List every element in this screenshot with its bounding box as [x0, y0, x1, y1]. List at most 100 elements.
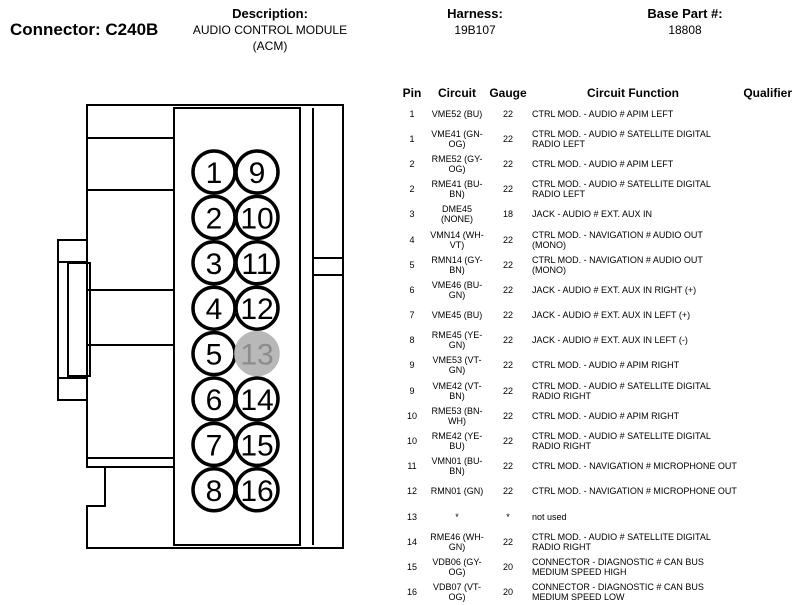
gauge-cell: 22	[502, 184, 513, 195]
harness-label: Harness:	[447, 6, 503, 21]
circuit-cell: RME45 (YE-GN)	[431, 330, 483, 351]
pin-label: 7	[206, 429, 223, 462]
latch-outer	[57, 190, 174, 459]
circuit-cell: RME41 (BU-BN)	[431, 179, 483, 200]
qualifier-cell	[738, 454, 794, 479]
gauge-cell: 22	[502, 158, 513, 169]
harness-value: 19B107	[454, 23, 496, 37]
function-cell: CTRL MOD. - AUDIO # APIM LEFT	[532, 158, 674, 169]
circuit-cell: VME41 (GN-OG)	[431, 128, 483, 149]
qualifier-cell	[738, 151, 794, 176]
pin-cell: 2	[409, 158, 415, 169]
qualifier-cell	[738, 529, 794, 554]
connector-title: Connector: C240B	[10, 20, 159, 39]
function-cell: CTRL MOD. - AUDIO # SATELLITE DIGITAL RA…	[532, 380, 711, 401]
gauge-cell: 22	[502, 310, 513, 321]
qualifier-cell	[738, 177, 794, 202]
gauge-cell: *	[506, 511, 510, 522]
function-cell: CTRL MOD. - AUDIO # SATELLITE DIGITAL RA…	[532, 179, 711, 200]
table-row: 13**not used	[398, 504, 794, 529]
circuit-cell: VMN14 (WH-VT)	[430, 229, 484, 250]
gauge-cell: 22	[502, 536, 513, 547]
function-cell: JACK - AUDIO # EXT. AUX IN	[532, 209, 653, 220]
pin-cell: 13	[406, 511, 417, 522]
pin-label: 10	[240, 202, 273, 235]
pin-cell: 15	[406, 561, 417, 572]
gauge-cell: 22	[502, 133, 513, 144]
qualifier-cell	[738, 403, 794, 428]
col-header-gauge: Gauge	[489, 86, 527, 100]
pin-circle-11	[234, 240, 280, 286]
gauge-cell: 18	[502, 209, 513, 220]
pin-label: 6	[206, 384, 223, 417]
col-header-function: Circuit Function	[587, 86, 679, 100]
circuit-cell: VME42 (VT-BN)	[432, 380, 482, 401]
pin-cell: 1	[409, 133, 415, 144]
circuit-cell: RME53 (BN-WH)	[431, 405, 483, 426]
pin-circle-14	[234, 376, 280, 422]
pin-label: 13	[240, 339, 273, 372]
housing-bottom-step	[87, 466, 174, 507]
gauge-cell: 20	[502, 561, 513, 572]
gauge-cell: 22	[502, 461, 513, 472]
function-cell: CTRL MOD. - NAVIGATION # AUDIO OUT (MONO…	[532, 254, 703, 275]
gauge-cell: 22	[502, 335, 513, 346]
function-cell: CTRL MOD. - AUDIO # APIM RIGHT	[532, 360, 680, 371]
pin-cell: 10	[406, 436, 417, 447]
function-cell: CTRL MOD. - AUDIO # SATELLITE DIGITAL RA…	[532, 531, 711, 552]
pin-cell: 5	[409, 259, 415, 270]
pin-label: 4	[206, 293, 223, 326]
gauge-cell: 22	[502, 436, 513, 447]
pin-label: 15	[240, 429, 273, 462]
function-cell: JACK - AUDIO # EXT. AUX IN RIGHT (+)	[532, 284, 697, 295]
harness-block: Harness: 19B107	[420, 6, 530, 38]
pin-table: Pin Circuit Gauge Circuit Function Quali…	[398, 86, 794, 605]
gauge-cell: 22	[502, 360, 513, 371]
pin-label: 14	[240, 384, 273, 417]
qualifier-cell	[738, 202, 794, 227]
function-cell: CTRL MOD. - NAVIGATION # MICROPHONE OUT	[532, 486, 737, 497]
circuit-cell: VME45 (BU)	[431, 310, 483, 321]
col-header-pin: Pin	[402, 86, 422, 100]
gauge-cell: 22	[502, 486, 513, 497]
function-cell: CTRL MOD. - AUDIO # SATELLITE DIGITAL RA…	[532, 128, 711, 149]
pin-cell: 7	[409, 310, 415, 321]
circuit-cell: VME52 (BU)	[431, 108, 483, 119]
pin-cell: 12	[406, 486, 417, 497]
circuit-cell: DME45 (NONE)	[441, 204, 473, 225]
qualifier-cell	[738, 328, 794, 353]
base-part-value: 18808	[668, 23, 702, 37]
pin-circle-15	[234, 421, 280, 468]
qualifier-cell	[738, 428, 794, 453]
pin-cell: 9	[409, 360, 415, 371]
pin-cell: 8	[409, 335, 415, 346]
col-header-qualifier: Qualifier	[743, 86, 792, 100]
pin-cell: 6	[409, 284, 415, 295]
pin-label: 8	[206, 475, 223, 508]
circuit-cell: RME42 (YE-BU)	[431, 431, 483, 452]
pin-circle-9	[234, 149, 280, 195]
col-header-circuit: Circuit	[437, 86, 476, 100]
circuit-cell: VMN01 (BU-BN)	[431, 456, 483, 477]
circuit-cell: *	[455, 511, 459, 522]
table-row: 1 VME41 (GN-OG) 22 CTRL MOD. - AUDIO # SATE…	[398, 126, 794, 151]
pin-label: 2	[206, 202, 223, 235]
qualifier-cell	[738, 378, 794, 403]
function-cell: CTRL MOD. - AUDIO # APIM RIGHT	[532, 410, 680, 421]
pin-cell: 1	[409, 108, 415, 119]
gauge-cell: 22	[502, 410, 513, 421]
